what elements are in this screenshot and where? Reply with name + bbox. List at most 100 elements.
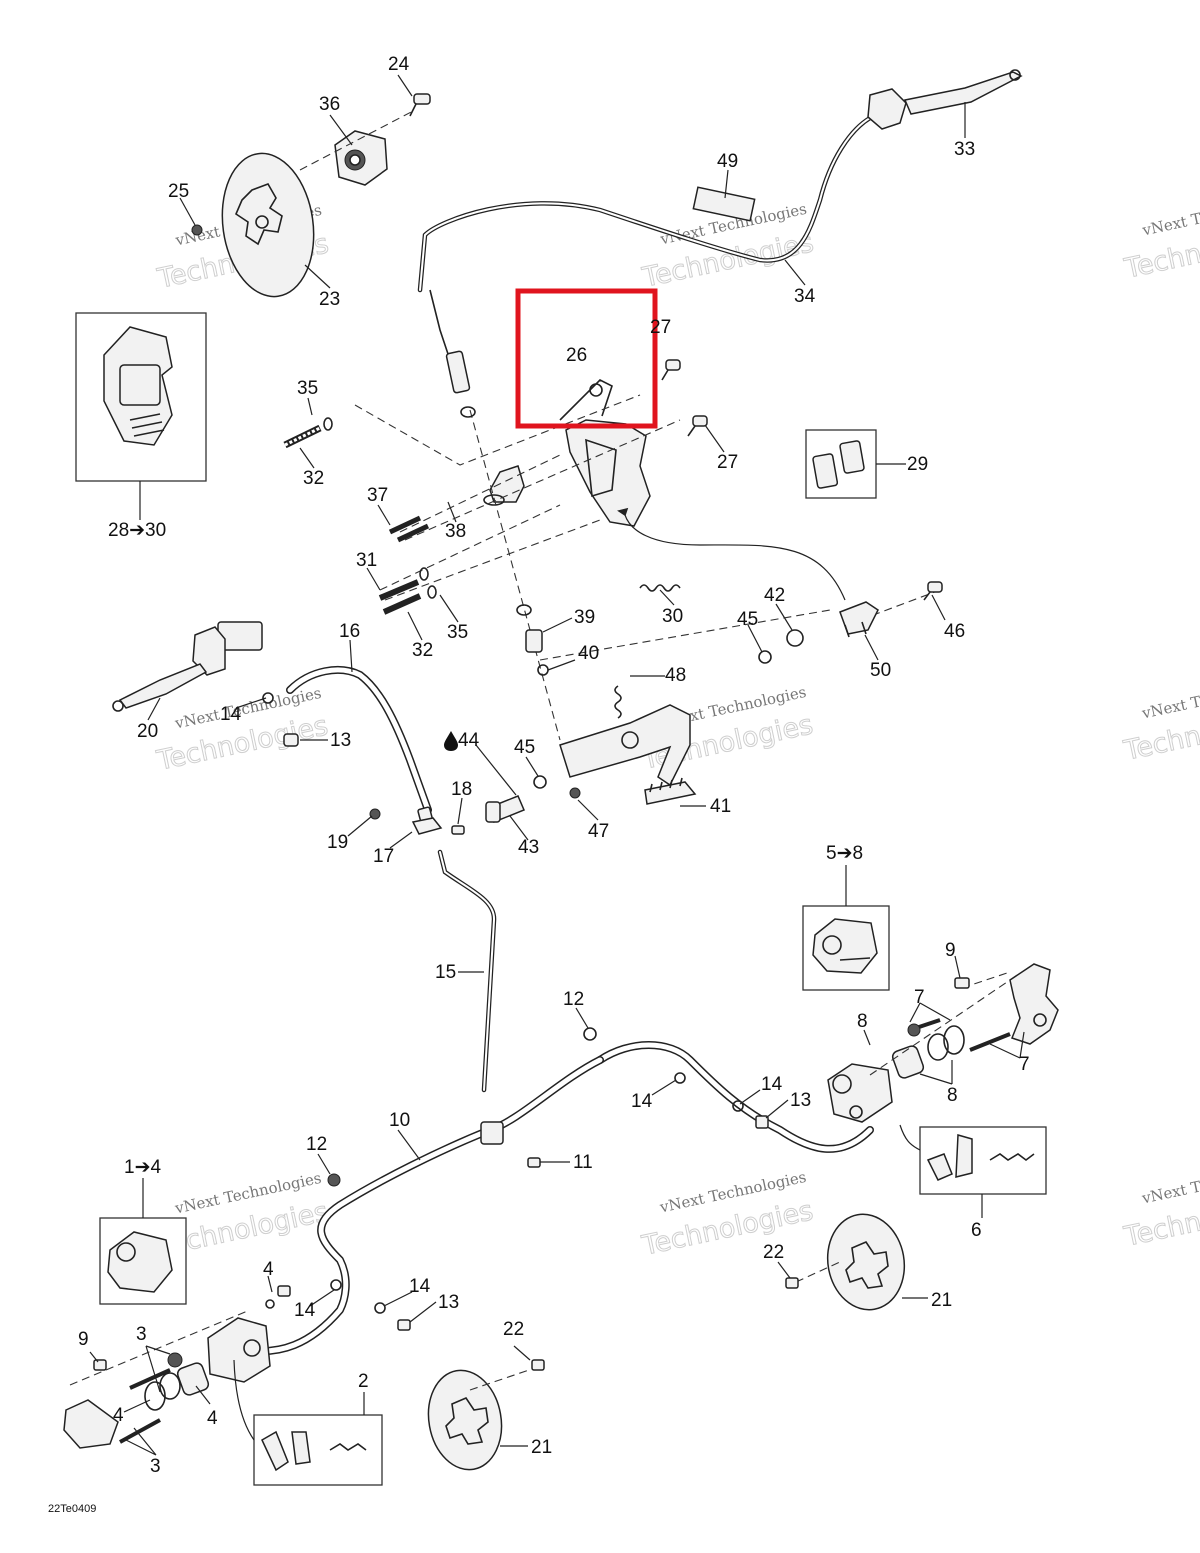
- oil-drop-icon: [444, 731, 458, 751]
- caliper-right: [827, 1063, 893, 1123]
- master-cylinder-20: [112, 621, 263, 712]
- brake-lever-33: [867, 69, 1023, 130]
- callout-12-top: 12: [563, 989, 584, 1010]
- callout-14-mid: 14: [631, 1091, 653, 1112]
- master-cylinder-assembly-icon: [103, 326, 173, 446]
- junction-10: [480, 1121, 504, 1145]
- callout-32-top: 32: [303, 468, 324, 489]
- bolt-27: [687, 415, 708, 437]
- callout-5-8: 5➔8: [826, 843, 863, 864]
- pistons-right: [891, 1025, 965, 1079]
- callout-35-top: 35: [297, 378, 318, 399]
- callout-50: 50: [870, 660, 891, 681]
- hub-36: [334, 130, 388, 186]
- bolt-27-top: [661, 359, 681, 381]
- caliper-bracket-left: [63, 1399, 119, 1449]
- brake-disc-21-right: [826, 1213, 906, 1311]
- bolts-37: [388, 515, 430, 543]
- callout-1-4: 1➔4: [124, 1157, 161, 1178]
- callout-30: 30: [662, 606, 683, 627]
- callout-14-lower: 14: [294, 1300, 316, 1321]
- callout-37: 37: [367, 485, 388, 506]
- callout-47: 47: [588, 821, 609, 842]
- callout-15: 15: [435, 962, 456, 983]
- callout-40: 40: [578, 643, 599, 664]
- callout-14-right: 14: [761, 1074, 783, 1095]
- callout-49: 49: [717, 151, 738, 172]
- callout-4-left: 4: [113, 1405, 124, 1426]
- callout-39: 39: [574, 607, 595, 628]
- callout-27: 27: [717, 452, 738, 473]
- callout-3-top: 3: [136, 1324, 147, 1345]
- callout-4: 4: [207, 1408, 218, 1429]
- callout-11: 11: [573, 1152, 593, 1173]
- callout-22: 22: [503, 1319, 524, 1340]
- watermark: vNext Technologies: [1140, 191, 1200, 240]
- callout-35: 35: [447, 622, 468, 643]
- callout-3: 3: [150, 1456, 161, 1477]
- callout-26: 26: [566, 345, 587, 366]
- leader-lines: [89, 74, 1025, 1456]
- callout-48: 48: [665, 665, 686, 686]
- callout-25: 25: [168, 181, 189, 202]
- highlight-box-26: [515, 288, 658, 429]
- callout-16: 16: [339, 621, 360, 642]
- watermark: vNext Technologies: [1139, 674, 1200, 723]
- brake-pedal-bracket: [559, 379, 651, 527]
- callout-44: 44: [458, 730, 480, 751]
- callout-21-right: 21: [931, 1290, 952, 1311]
- callout-23: 23: [319, 289, 340, 310]
- bolt-24: [409, 93, 431, 117]
- callout-9: 9: [78, 1329, 89, 1350]
- callout-32: 32: [412, 640, 433, 661]
- screw-25: [191, 224, 203, 236]
- caliper-assembly-icon: [812, 918, 878, 974]
- callout-34: 34: [794, 286, 816, 307]
- callout-10: 10: [389, 1110, 410, 1131]
- callout-45-right: 45: [737, 609, 758, 630]
- callout-12: 12: [306, 1134, 327, 1155]
- callout-46: 46: [944, 621, 965, 642]
- caliper-assembly-left-icon: [107, 1231, 173, 1293]
- callout-8-top: 8: [857, 1011, 868, 1032]
- brake-pedal-41: [559, 704, 697, 805]
- bolts-31-32: [378, 567, 437, 615]
- callout-6: 6: [971, 1220, 982, 1241]
- callout-7: 7: [1019, 1054, 1030, 1075]
- diagram-code: 22Te0409: [48, 1503, 96, 1515]
- spring-48: [614, 685, 622, 719]
- caliper-left: [207, 1317, 271, 1383]
- callout-13: 13: [438, 1292, 459, 1313]
- spring-30: [639, 584, 681, 592]
- bolt-32-top: [283, 417, 333, 449]
- callout-38: 38: [445, 521, 466, 542]
- callout-28-30: 28➔30: [108, 520, 166, 541]
- callout-18: 18: [451, 779, 472, 800]
- callout-36: 36: [319, 94, 340, 115]
- bracket-38: [483, 465, 525, 506]
- bolt-43: [485, 795, 525, 823]
- brake-disc-front-top: [221, 152, 315, 298]
- callout-9-right: 9: [945, 940, 956, 961]
- switch-50: [839, 601, 879, 638]
- callout-labels: 24 36 25 23 33 49 34 26 27 27 35 32 28➔3…: [48, 54, 1030, 1515]
- pistons-left: [144, 1352, 210, 1411]
- callout-13-right: 13: [790, 1090, 811, 1111]
- callout-13-left: 13: [330, 730, 351, 751]
- brake-disc-21-left: [427, 1369, 503, 1471]
- callout-45: 45: [514, 737, 535, 758]
- callout-41: 41: [710, 796, 731, 817]
- callout-33: 33: [954, 139, 975, 160]
- callout-14-left: 14: [220, 704, 242, 725]
- callout-42: 42: [764, 585, 785, 606]
- callout-8: 8: [947, 1085, 958, 1106]
- callout-43: 43: [518, 837, 539, 858]
- bolt-46: [923, 581, 943, 601]
- callout-7-top: 7: [914, 987, 925, 1008]
- callout-19: 19: [327, 832, 348, 853]
- callout-27-top: 27: [650, 317, 671, 338]
- caliper-bracket-right: [1009, 963, 1059, 1045]
- callout-2: 2: [358, 1371, 369, 1392]
- callout-21: 21: [531, 1437, 552, 1458]
